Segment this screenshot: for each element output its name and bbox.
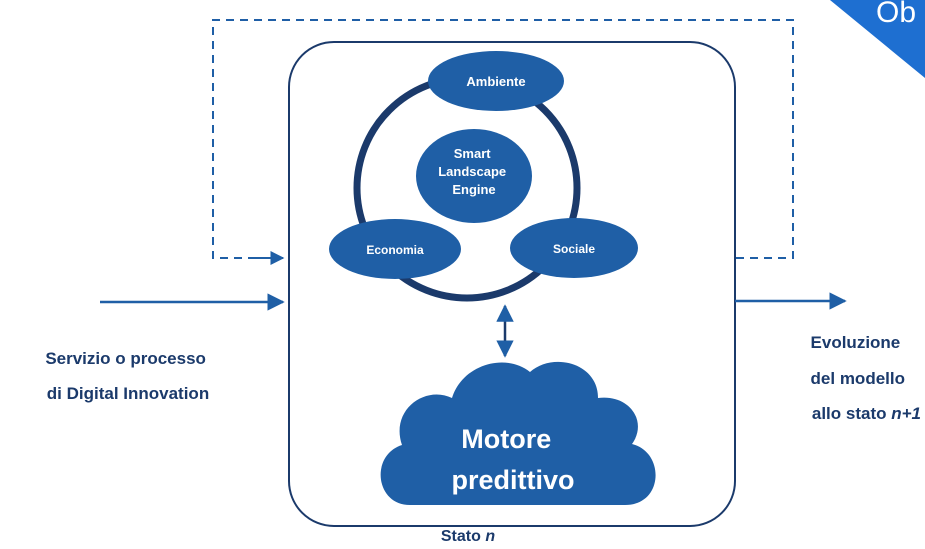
cloud-label-line1: Motore — [461, 424, 551, 454]
pillar-ambiente-label: Ambiente — [466, 74, 525, 89]
svg-text:Evoluzione del modello: Evoluzione del modello — [811, 333, 905, 388]
engine-label-line1: Smart — [454, 146, 492, 161]
smart-landscape-engine-node — [416, 129, 532, 223]
corner-badge: Ob — [830, 0, 925, 78]
pillar-economia-label: Economia — [366, 243, 424, 257]
output-label-line3-prefix: allo stato — [812, 404, 891, 423]
input-label-line2: di Digital Innovation — [47, 384, 209, 403]
svg-text:Stato n: Stato n — [441, 528, 495, 545]
pillar-economia-node — [329, 219, 461, 279]
svg-text:Smart Landscape Engine: Smart Landscape Engine — [438, 146, 510, 197]
output-label-line3-var: n+1 — [891, 404, 921, 423]
predictive-engine-cloud — [380, 361, 656, 505]
state-label-prefix: Stato — [441, 528, 485, 545]
engine-label-line3: Engine — [452, 182, 495, 197]
svg-text:allo stato n+1: allo stato n+1 — [812, 404, 921, 423]
system-container — [288, 41, 736, 527]
output-label-line2: del modello — [811, 369, 905, 388]
pillar-sociale-node — [510, 218, 638, 278]
svg-text:Servizio o processo di Dig: Servizio o processo di Digital Innovatio… — [45, 349, 210, 403]
pillar-ambiente-node — [428, 51, 564, 111]
cloud-label-line2: predittivo — [451, 465, 574, 495]
input-label-line1: Servizio o processo — [45, 349, 206, 368]
pillar-sociale-label: Sociale — [553, 242, 595, 256]
state-label-var: n — [485, 528, 495, 545]
svg-text:Motore predittivo: Motore predittivo — [451, 424, 574, 495]
corner-badge-text: Ob — [876, 0, 916, 29]
output-label-line1: Evoluzione — [811, 333, 901, 352]
engine-label-line2: Landscape — [438, 164, 506, 179]
feedback-loop-dashed — [212, 19, 794, 259]
